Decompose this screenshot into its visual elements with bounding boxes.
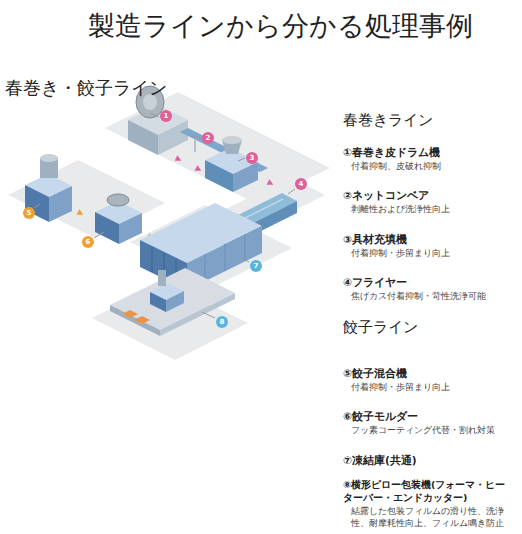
freezer-panel-line — [245, 234, 246, 261]
bench-top — [110, 268, 235, 330]
bench-side — [110, 305, 160, 336]
callout-circle: 3 — [246, 152, 258, 164]
machine-side — [205, 160, 233, 192]
leader-line — [238, 158, 245, 161]
conveyor-leg — [195, 140, 196, 152]
machine-side — [95, 212, 119, 244]
film-roll — [158, 270, 166, 286]
item-note: 焦げカス付着抑制・苛性洗浄可能 — [351, 291, 486, 303]
callout-circle: 2 — [202, 132, 214, 144]
item-title: ⑦凍結庫(共通) — [343, 454, 417, 468]
leader-line — [94, 232, 104, 238]
item-note: 付着抑制、皮破れ抑制 — [351, 161, 441, 173]
page-title: 製造ラインから分かる処理事例 — [40, 8, 520, 43]
leader-line — [288, 189, 295, 194]
flow-arrow — [77, 209, 85, 217]
machine-side — [166, 291, 184, 312]
item-title: ⑧横形ピロー包装機(フォーマ・ヒー ターバー・エンドカッター) — [343, 478, 519, 504]
leader-line — [202, 312, 215, 318]
machine-side — [233, 162, 258, 192]
machine-side — [25, 185, 49, 222]
mixer-top — [40, 154, 58, 162]
item-note: 付着抑制・歩留まり向上 — [351, 382, 450, 394]
line-heading: 春巻きライン — [343, 111, 433, 131]
product-tray — [122, 310, 138, 318]
item-title: ②ネットコンベア — [343, 189, 429, 203]
leader-line — [240, 257, 249, 262]
callout-number: 5 — [27, 210, 32, 217]
flow-arrow — [195, 165, 203, 173]
molder-pot — [107, 194, 129, 206]
hopper-top — [222, 136, 242, 144]
flow-arrow — [267, 179, 275, 187]
item-note: 付着抑制・歩留まり向上 — [351, 248, 450, 260]
item-title: ④フライヤー — [343, 276, 407, 290]
callout-circle: 8 — [216, 316, 228, 328]
freezer-panel-line — [152, 247, 153, 272]
item-note: 結露した包装フィルムの滑り性、洗浄 性、耐摩耗性向上、フィルム鳴き防止 — [351, 505, 517, 529]
leader-line — [150, 113, 159, 117]
flow-arrow — [175, 155, 183, 163]
callout-circle: 6 — [82, 236, 94, 248]
item-title: ⑤餃子混合機 — [343, 367, 407, 381]
callout-circle: 4 — [295, 178, 307, 190]
machine-side — [49, 186, 72, 222]
callout-number: 1 — [164, 113, 169, 120]
leader-line — [34, 204, 40, 208]
section-heading: 春巻き・餃子ライン — [5, 76, 167, 99]
callout-number: 6 — [86, 239, 91, 246]
callout-circle: 1 — [160, 110, 172, 122]
callout-number: 8 — [220, 319, 225, 326]
product-tray — [134, 316, 150, 324]
callout-number: 3 — [250, 155, 255, 162]
machine-side — [119, 213, 142, 244]
machine-side — [150, 292, 166, 312]
item-note: フッ素コーティング代替・割れ対策 — [351, 425, 495, 437]
callout-number: 2 — [206, 135, 211, 142]
callout-circle: 5 — [23, 207, 35, 219]
callout-circle: 7 — [250, 260, 262, 272]
machine-side — [128, 120, 158, 155]
item-title: ⑥餃子モルダー — [343, 410, 418, 424]
item-title: ①春巻き皮ドラム機 — [343, 146, 440, 160]
freezer-panel-line — [205, 254, 206, 281]
line-heading: 餃子ライン — [343, 318, 418, 338]
item-note: 剥離性および洗浄性向上 — [351, 204, 450, 216]
machine-side — [158, 120, 188, 155]
item-title: ③具材充填機 — [343, 233, 407, 247]
callout-number: 4 — [299, 181, 304, 188]
freezer-panel-line — [225, 244, 226, 271]
callout-number: 7 — [254, 263, 259, 270]
leader-line — [192, 136, 201, 138]
